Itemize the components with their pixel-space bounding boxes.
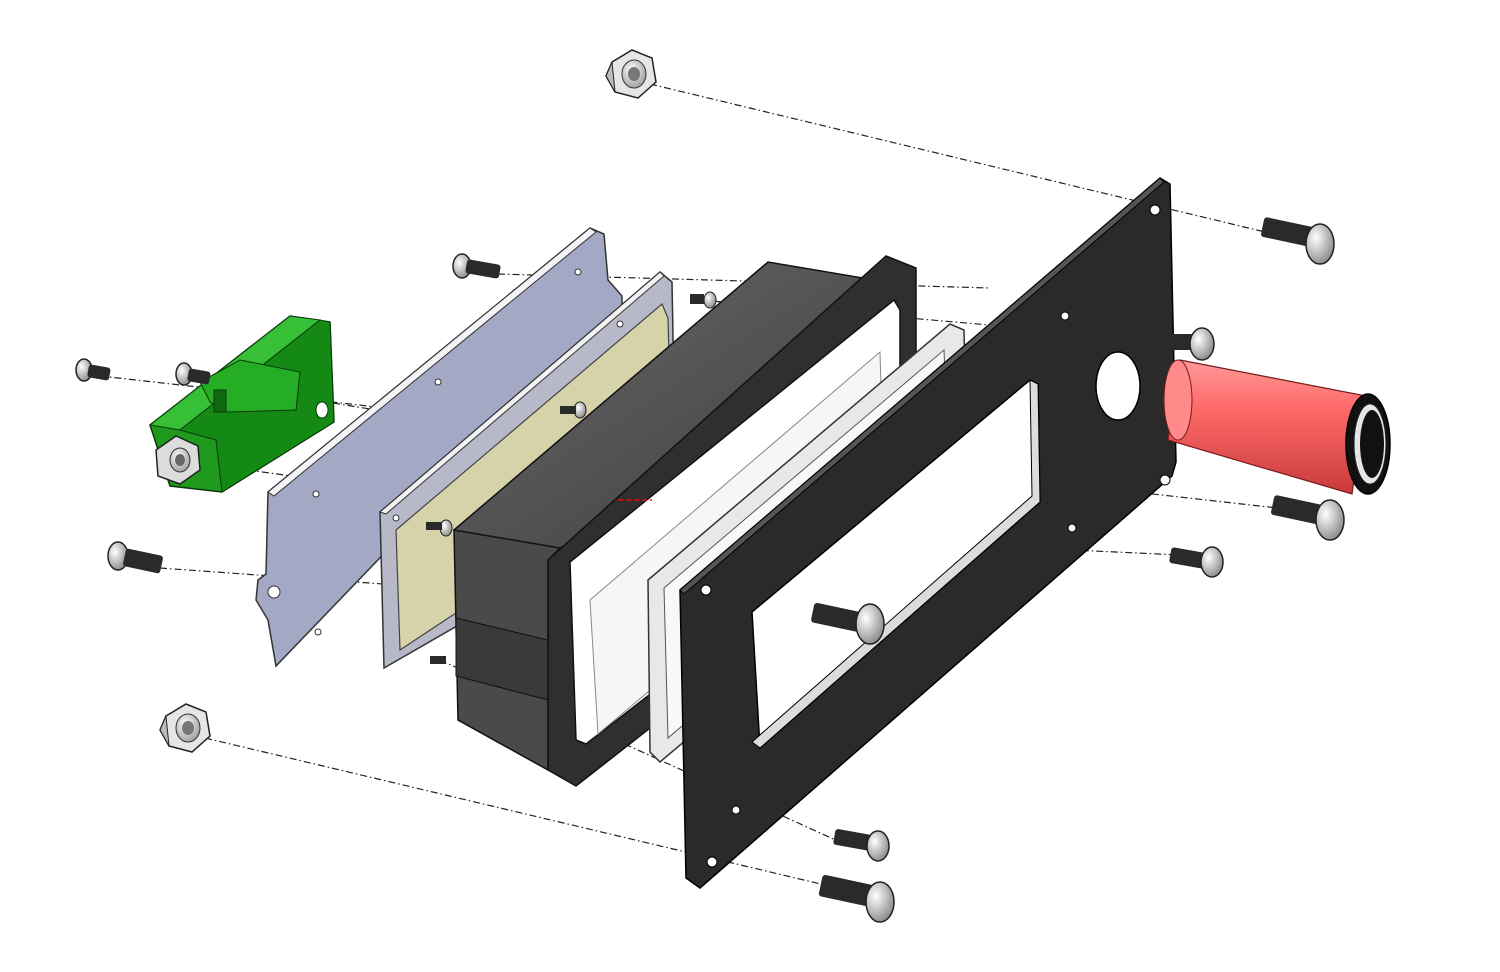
- green-bracket: [148, 315, 335, 493]
- button-head-screw-lower-left: [107, 541, 163, 574]
- button-head-screw-bottom-1: [833, 829, 890, 862]
- small-screw-pcb-2: [426, 519, 453, 537]
- small-screw-pcb-1: [560, 401, 587, 419]
- button-head-screw-bottom-2: [818, 874, 895, 923]
- red-standoff: [1163, 359, 1391, 495]
- axis-top-nut: [649, 83, 1266, 233]
- button-head-screw-small-top: [690, 291, 717, 309]
- button-head-screw-right-upper: [1164, 327, 1215, 361]
- button-head-screw-mid-right: [1169, 546, 1224, 578]
- button-head-screw-upper-left: [452, 253, 501, 279]
- hex-nut-bottom: [159, 703, 211, 753]
- button-head-screw-center: [811, 602, 885, 645]
- button-head-screw-top-right: [1261, 217, 1335, 265]
- button-head-screw-left-1: [75, 358, 111, 382]
- black-front-panel: [679, 177, 1177, 889]
- button-head-screw-right-lower: [1271, 495, 1345, 541]
- axis-bottom-nut: [204, 737, 826, 886]
- hex-nut-top: [605, 49, 657, 99]
- button-head-screw-left-2: [175, 362, 211, 386]
- small-screw-pcb-3: [430, 656, 446, 664]
